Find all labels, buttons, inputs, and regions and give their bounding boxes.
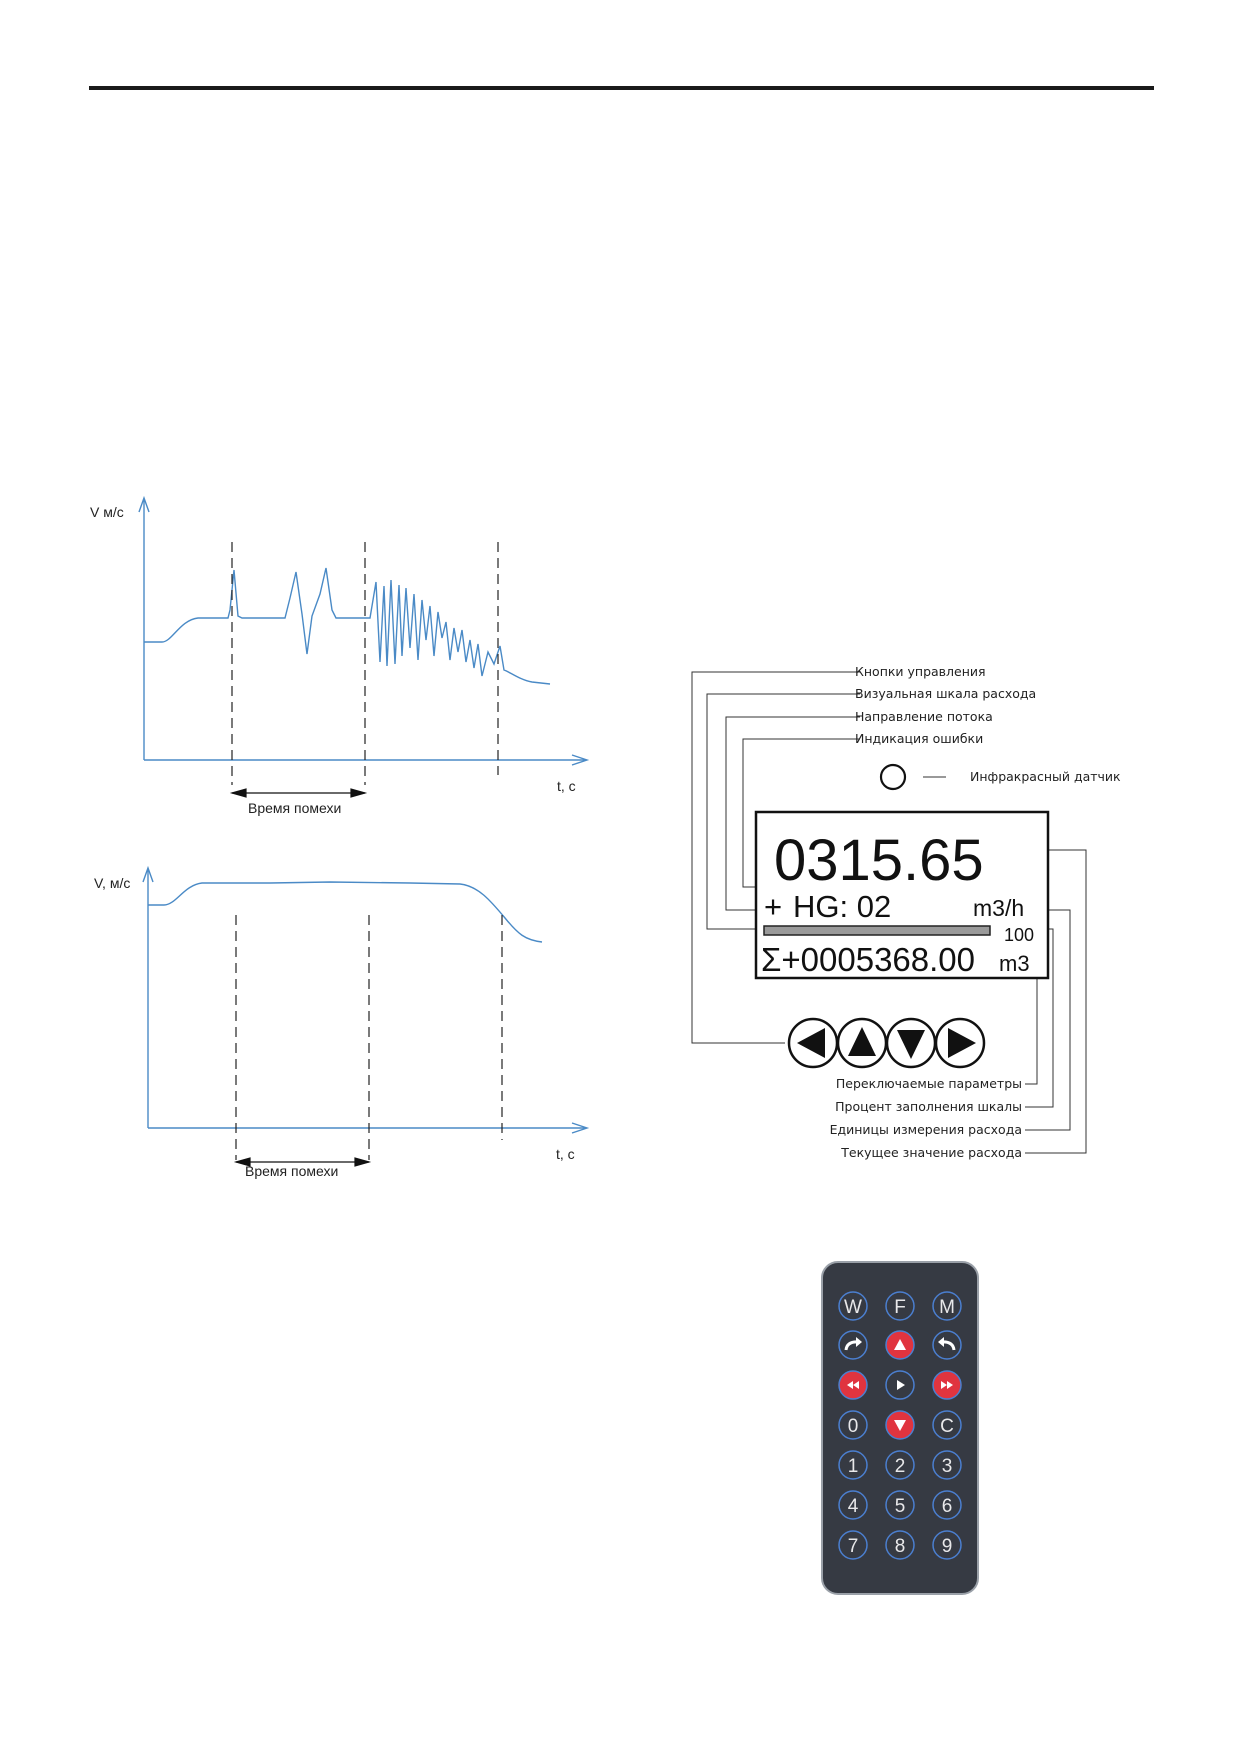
- label-units: Единицы измерения расхода: [830, 1122, 1022, 1137]
- y-axis-arrow: [138, 495, 150, 513]
- remote-key-c[interactable]: [932, 1410, 962, 1440]
- flow-direction: +: [764, 889, 782, 924]
- velocity-curve-noisy: [144, 567, 551, 685]
- up-triangle-icon: [894, 1339, 906, 1350]
- remote-key-label: F: [894, 1297, 906, 1318]
- total-value: Σ+0005368.00: [761, 941, 975, 978]
- play-icon: [897, 1380, 905, 1390]
- remote-key-undo[interactable]: [932, 1330, 962, 1360]
- remote-key-label: 2: [895, 1456, 906, 1477]
- x-axis-arrow: [571, 1122, 590, 1134]
- scale-bar: [763, 925, 991, 936]
- x-axis-arrow: [571, 754, 590, 766]
- up-arrow-icon: [848, 1027, 876, 1056]
- label-error: Индикация ошибки: [855, 731, 983, 746]
- remote-key-redo[interactable]: [838, 1330, 868, 1360]
- redo-arrowhead: [856, 1337, 862, 1347]
- label-ir: Инфракрасный датчик: [970, 769, 1121, 784]
- remote-key-1[interactable]: [838, 1450, 868, 1480]
- remote-key-label: 6: [942, 1496, 953, 1517]
- interval-annotation: Время помехи: [245, 1163, 338, 1179]
- label-percent: Процент заполнения шкалы: [835, 1099, 1022, 1114]
- remote-key-0[interactable]: [838, 1410, 868, 1440]
- remote-key-w[interactable]: [838, 1291, 868, 1321]
- remote-key-6[interactable]: [932, 1490, 962, 1520]
- down-arrow-icon: [897, 1030, 925, 1059]
- remote-key-2[interactable]: [885, 1450, 915, 1480]
- remote-key-label: M: [939, 1297, 955, 1318]
- remote-key-label: 8: [895, 1536, 906, 1557]
- label-current: Текущее значение расхода: [840, 1145, 1022, 1160]
- leader-scale: [706, 693, 860, 930]
- total-unit: m3: [999, 951, 1030, 976]
- leader-direction: [725, 716, 860, 911]
- chart-with-interference: V м/с t, с Время помехи: [90, 495, 590, 816]
- top-rule: [89, 86, 1154, 90]
- right-arrow-icon: [948, 1028, 976, 1058]
- remote-key-8[interactable]: [885, 1530, 915, 1560]
- remote-key-label: 5: [895, 1496, 906, 1517]
- label-switchable: Переключаемые параметры: [836, 1076, 1022, 1091]
- lcd-frame: [754, 810, 1050, 980]
- rewind-icon-b: [853, 1381, 859, 1389]
- remote-key-label: 1: [848, 1456, 859, 1477]
- leader-current: [1020, 849, 1087, 1154]
- y-label: V, м/с: [94, 875, 130, 891]
- remote-key-f[interactable]: [885, 1291, 915, 1321]
- flow-unit: m3/h: [973, 895, 1024, 921]
- label-buttons: Кнопки управления: [855, 664, 986, 679]
- remote-key-9[interactable]: [932, 1530, 962, 1560]
- ir-remote: W F M 0 C 1 2 3 4 5 6 7 8 9: [821, 1261, 979, 1595]
- fast-forward-icon-b: [941, 1381, 947, 1389]
- left-arrow-icon: [797, 1028, 825, 1058]
- remote-key-5[interactable]: [885, 1490, 915, 1520]
- remote-key-3[interactable]: [932, 1450, 962, 1480]
- flow-value: 0315.65: [774, 828, 984, 893]
- down-triangle-icon: [894, 1420, 906, 1431]
- remote-key-label: 9: [942, 1536, 953, 1557]
- remote-key-label: C: [940, 1416, 954, 1437]
- label-scale: Визуальная шкала расхода: [855, 686, 1036, 701]
- leader-buttons: [691, 671, 860, 1044]
- remote-key-label: 7: [848, 1536, 859, 1557]
- y-label: V м/с: [90, 504, 124, 520]
- rewind-icon: [847, 1381, 853, 1389]
- remote-key-m[interactable]: [932, 1291, 962, 1321]
- remote-key-label: 4: [848, 1496, 859, 1517]
- velocity-curve-smooth: [148, 881, 543, 943]
- remote-key-7[interactable]: [838, 1530, 868, 1560]
- undo-arrowhead: [938, 1337, 944, 1347]
- scale-percent: 100: [1004, 925, 1034, 945]
- display-diagram: 0315.65 + HG: 02 m3/h 100 Σ+0005368.00 m…: [691, 664, 1121, 1160]
- status-code: HG: 02: [793, 889, 891, 924]
- remote-key-4[interactable]: [838, 1490, 868, 1520]
- leader-switchable: [1006, 960, 1038, 1085]
- label-direction: Направление потока: [855, 709, 993, 724]
- remote-key-label: 0: [848, 1416, 859, 1437]
- remote-key-label: 3: [942, 1456, 953, 1477]
- ir-sensor-icon: [879, 763, 907, 791]
- interval-annotation: Время помехи: [248, 800, 341, 816]
- chart-filtered: V, м/с t, с Время помехи: [94, 865, 590, 1179]
- fast-forward-icon: [947, 1381, 953, 1389]
- x-label: t, с: [557, 778, 576, 794]
- leader-units: [1025, 909, 1071, 1131]
- remote-key-label: W: [844, 1297, 862, 1318]
- y-axis-arrow: [142, 865, 154, 883]
- x-label: t, с: [556, 1146, 575, 1162]
